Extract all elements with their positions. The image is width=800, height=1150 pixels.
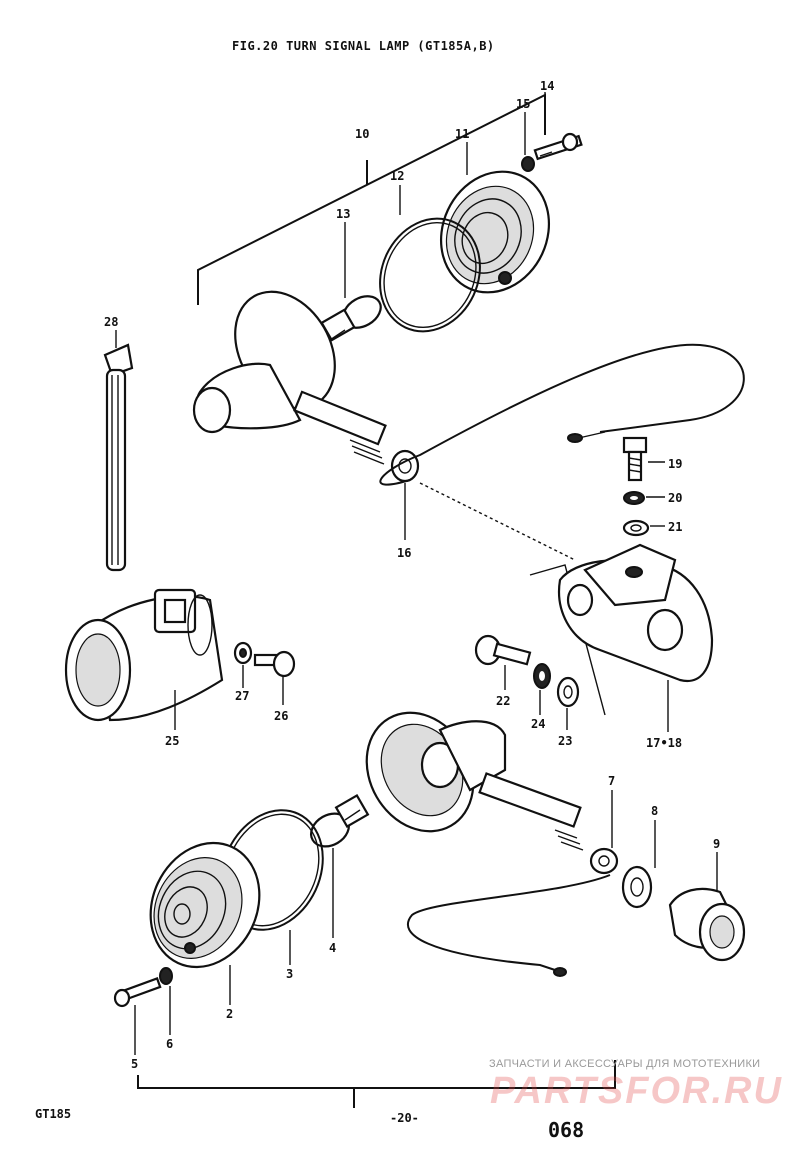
part-9-grommet bbox=[668, 887, 746, 962]
part-4-bulb bbox=[310, 793, 370, 848]
part-8-washer bbox=[621, 865, 653, 909]
part-6-washer bbox=[159, 967, 173, 985]
part-11-lens bbox=[439, 170, 551, 294]
part-19-bolt bbox=[622, 436, 648, 482]
callout-9: 9 bbox=[713, 837, 720, 851]
part-17-18-bracket bbox=[529, 543, 714, 716]
callout-15: 15 bbox=[516, 97, 530, 111]
callout-19: 19 bbox=[668, 457, 682, 471]
callout-13: 13 bbox=[336, 207, 350, 221]
upper-wire bbox=[379, 343, 745, 486]
assembly-10-bracket bbox=[197, 93, 546, 305]
part-26-bolt bbox=[253, 650, 296, 678]
callout-5: 5 bbox=[131, 1057, 138, 1071]
part-22-bolt bbox=[474, 634, 532, 666]
callout-3: 3 bbox=[286, 967, 293, 981]
part-2-lens bbox=[149, 841, 261, 969]
catalog-number: 068 bbox=[548, 1118, 584, 1142]
watermark-caption: ЗАПЧАСТИ И АКСЕССУАРЫ ДЛЯ МОТОТЕХНИКИ bbox=[489, 1058, 761, 1070]
part-21-washer bbox=[622, 519, 650, 537]
leader-lines bbox=[115, 92, 718, 1055]
callout-24: 24 bbox=[531, 717, 545, 731]
callout-23: 23 bbox=[558, 734, 572, 748]
callout-14: 14 bbox=[540, 79, 554, 93]
callout-2: 2 bbox=[226, 1007, 233, 1021]
page-number: -20- bbox=[390, 1111, 419, 1125]
part-15-washer bbox=[521, 156, 535, 172]
callout-20: 20 bbox=[668, 491, 682, 505]
figure-title: FIG.20 TURN SIGNAL LAMP (GT185A,B) bbox=[232, 39, 495, 53]
callout-11: 11 bbox=[455, 127, 469, 141]
callout-8: 8 bbox=[651, 804, 658, 818]
callout-labels: 14 15 10 11 12 13 28 19 20 21 16 27 26 2… bbox=[104, 79, 720, 1071]
callout-12: 12 bbox=[390, 169, 404, 183]
lower-wire bbox=[406, 874, 611, 971]
lower-lamp-housing bbox=[365, 711, 584, 851]
model-label: GT185 bbox=[35, 1107, 71, 1121]
callout-28: 28 bbox=[104, 315, 118, 329]
callout-27: 27 bbox=[235, 689, 249, 703]
upper-lamp-housing bbox=[192, 290, 387, 465]
callout-17-18: 17•18 bbox=[646, 736, 682, 750]
callout-25: 25 bbox=[165, 734, 179, 748]
callout-26: 26 bbox=[274, 709, 288, 723]
callout-6: 6 bbox=[166, 1037, 173, 1051]
callout-7: 7 bbox=[608, 774, 615, 788]
part-28-strap bbox=[103, 343, 134, 572]
assembly-bottom-bracket bbox=[137, 1060, 616, 1089]
callout-16: 16 bbox=[397, 546, 411, 560]
callout-10: 10 bbox=[355, 127, 369, 141]
part-12-gasket bbox=[379, 217, 481, 333]
part-25-relay bbox=[64, 588, 224, 722]
part-5-screw bbox=[113, 977, 162, 1008]
callout-22: 22 bbox=[496, 694, 510, 708]
callout-21: 21 bbox=[668, 520, 682, 534]
part-7-nut bbox=[589, 847, 619, 875]
callout-4: 4 bbox=[329, 941, 336, 955]
part-13-bulb bbox=[320, 295, 382, 342]
part-14-screw bbox=[533, 132, 583, 161]
watermark-brand: PARTSFOR.RU bbox=[490, 1070, 783, 1112]
part-23-washer bbox=[556, 676, 580, 708]
